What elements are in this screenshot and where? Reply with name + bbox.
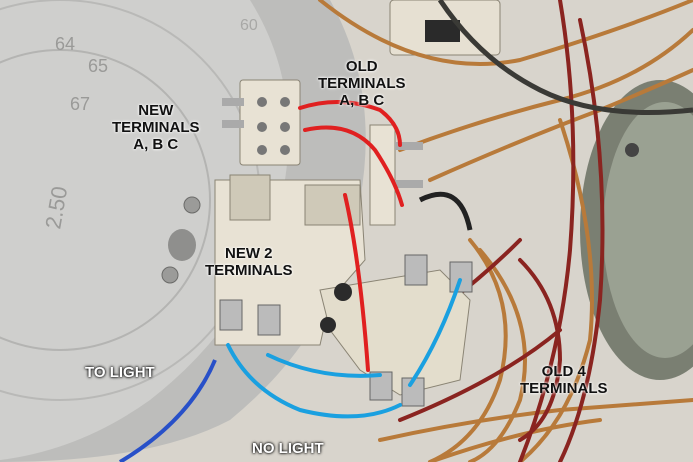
terminal-screw-icon bbox=[257, 122, 267, 132]
spade-terminal bbox=[222, 98, 244, 106]
new-terminal-block-abc bbox=[239, 79, 301, 166]
dark-wire bbox=[437, 0, 693, 115]
mount-hole bbox=[168, 229, 196, 261]
label-new-2-terminals: NEW 2 TERMINALS bbox=[205, 245, 293, 279]
spade-terminal bbox=[395, 142, 423, 150]
spade-terminal bbox=[222, 120, 244, 128]
spade-terminal bbox=[257, 304, 281, 336]
right-burner-disc bbox=[603, 102, 693, 358]
red-annotation-lines bbox=[298, 100, 404, 372]
burner-number: 64 bbox=[55, 34, 75, 54]
new-switch-tab bbox=[229, 174, 271, 221]
label-new-terminals-abc: NEW TERMINALS A, B C bbox=[112, 102, 200, 153]
label-old-4-terminals: OLD 4 TERMINALS bbox=[520, 363, 608, 397]
terminal-screw-icon bbox=[280, 122, 290, 132]
blue-wire-to-light bbox=[118, 359, 217, 462]
spade-terminal bbox=[369, 371, 393, 401]
label-to-light: TO LIGHT bbox=[85, 364, 155, 381]
burner-number: 60 bbox=[240, 17, 258, 34]
burner-number: 67 bbox=[70, 94, 90, 114]
old-4-terminal-switch bbox=[319, 269, 471, 396]
switch-screw-icon bbox=[320, 317, 336, 333]
terminal-screw-icon bbox=[257, 97, 267, 107]
burner-number: 65 bbox=[88, 56, 108, 76]
switch-screw-icon bbox=[334, 283, 352, 301]
spade-terminal bbox=[395, 180, 423, 188]
terminal-screw-icon bbox=[257, 145, 267, 155]
spade-terminal bbox=[219, 299, 243, 331]
label-old-terminals-abc: OLD TERMINALS A, B C bbox=[318, 58, 406, 109]
label-no-light: NO LIGHT bbox=[252, 440, 324, 457]
blue-annotation-lines bbox=[226, 278, 462, 419]
bolt-icon bbox=[183, 196, 201, 214]
bolt-icon bbox=[161, 266, 179, 284]
burner-screw-icon bbox=[625, 143, 639, 157]
left-burner-disc bbox=[0, 0, 289, 460]
black-wire bbox=[418, 191, 473, 231]
spade-terminal bbox=[404, 254, 428, 286]
old-switch-terminal bbox=[425, 20, 460, 42]
burner-ring bbox=[0, 49, 211, 351]
spade-terminal bbox=[449, 261, 473, 293]
terminal-screw-icon bbox=[280, 145, 290, 155]
terminal-screw-icon bbox=[280, 97, 290, 107]
